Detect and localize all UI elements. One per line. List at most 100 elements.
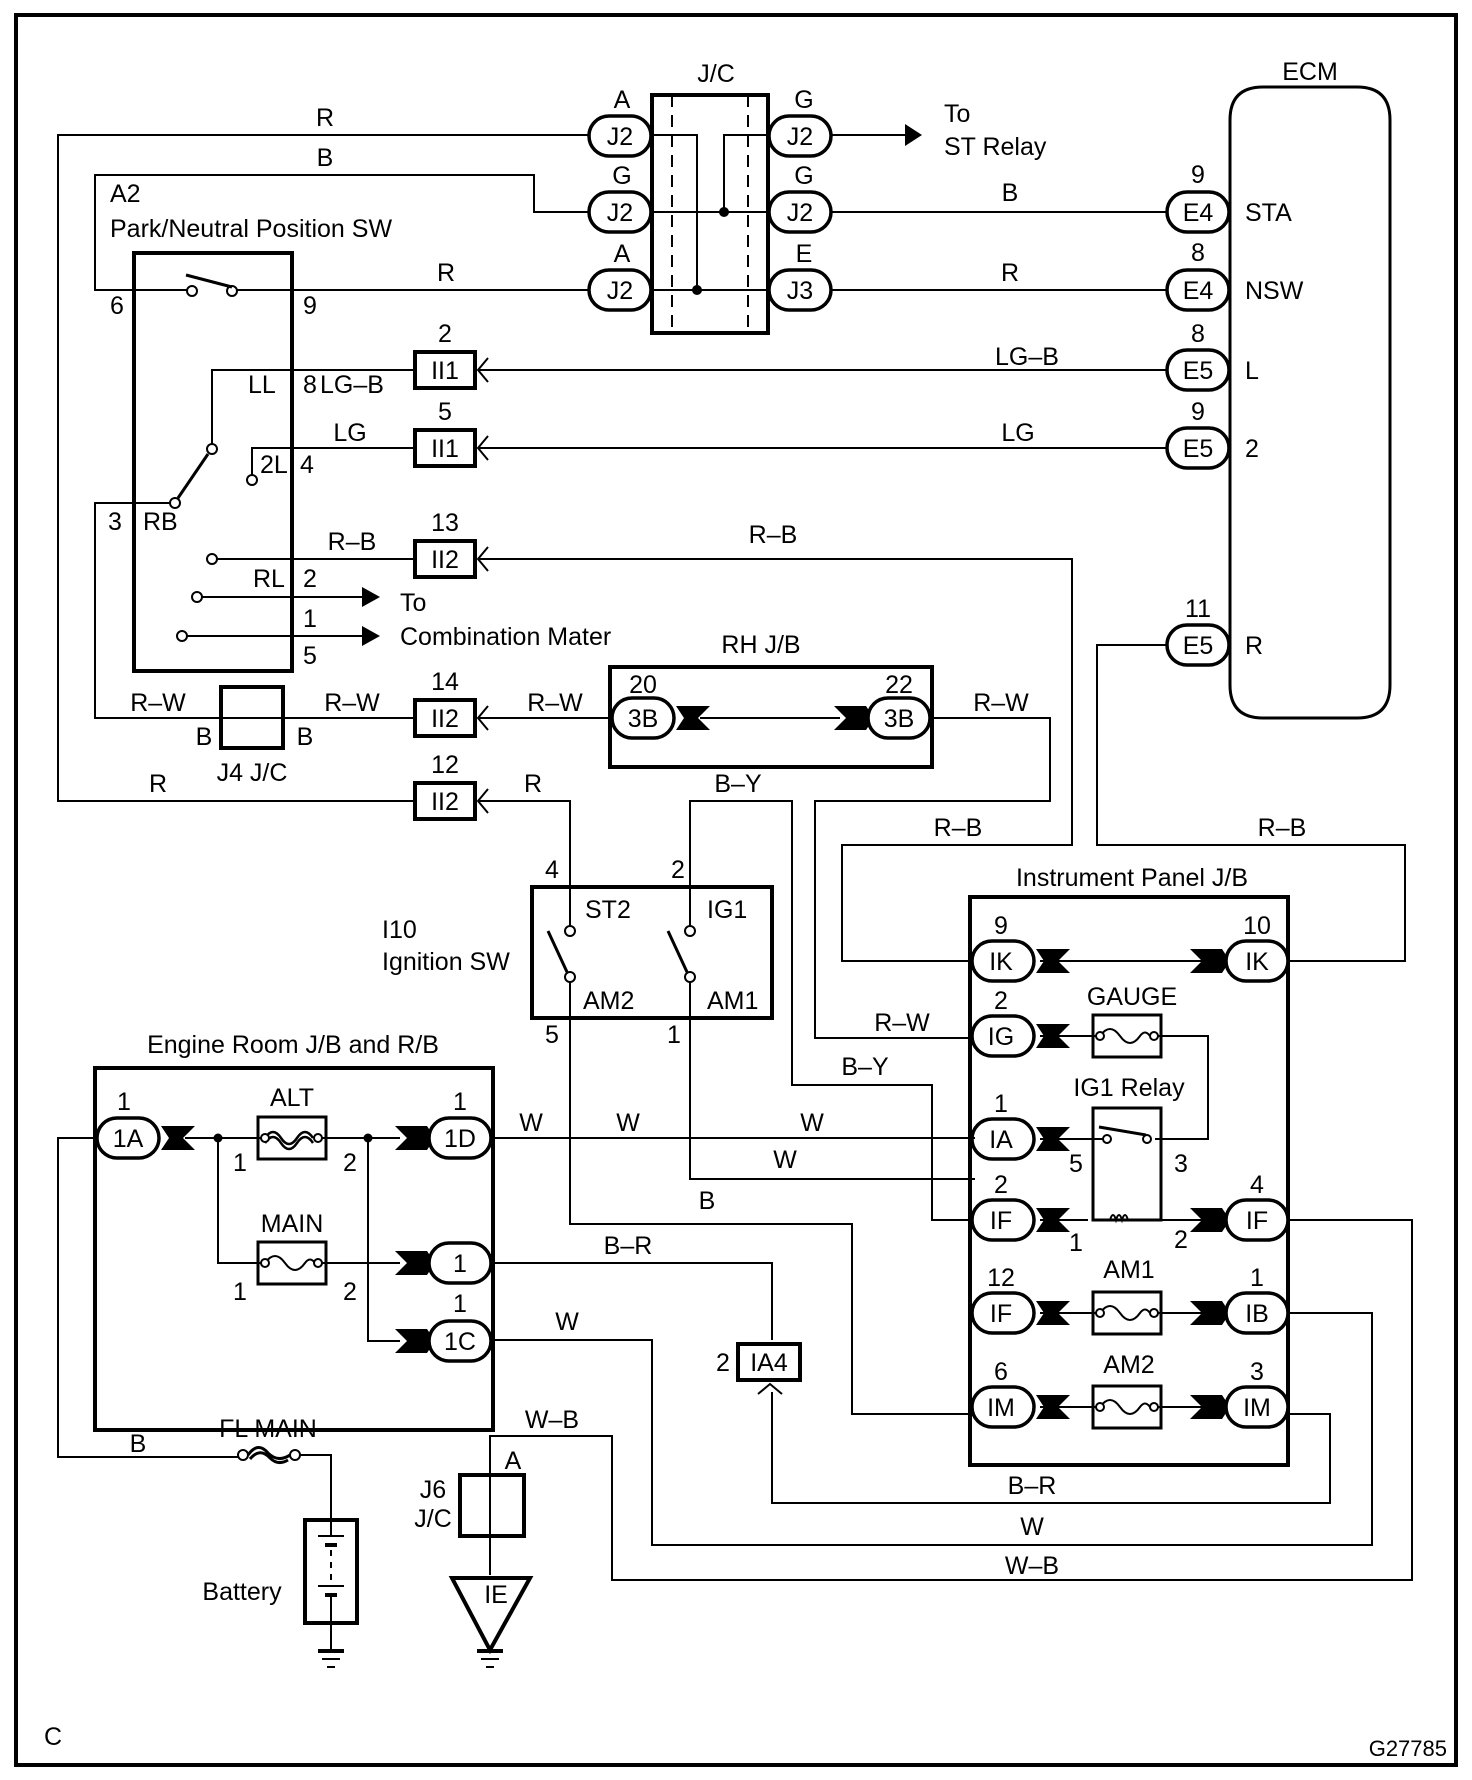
connector-chevron-icon [834,706,874,730]
connector-chevron-icon [1190,949,1230,973]
svg-text:AM1: AM1 [707,987,758,1015]
ignition-switch: 4 2 5 1 ST2 IG1 AM2 AM1 I10 Ignition SW [382,856,975,1415]
svg-text:E5: E5 [1183,357,1214,385]
svg-text:W: W [616,1109,640,1137]
rh-junction-block: RH J/B 3B 20 3B 22 [608,631,934,769]
svg-text:9: 9 [1191,398,1205,426]
svg-text:20: 20 [629,671,657,699]
svg-text:A: A [614,240,631,268]
svg-text:W: W [555,1308,579,1336]
connector-chevron-icon [1036,1301,1070,1325]
svg-text:IK: IK [1245,948,1269,976]
inline-connector-ii1-2: II1 2 [413,320,489,390]
svg-text:3: 3 [108,508,122,536]
svg-text:IE: IE [484,1581,508,1609]
svg-text:AM2: AM2 [583,987,634,1015]
svg-text:J2: J2 [787,123,813,151]
svg-text:II2: II2 [431,788,459,816]
svg-text:E4: E4 [1183,277,1214,305]
svg-text:AM1: AM1 [1103,1256,1154,1284]
svg-text:3B: 3B [628,705,659,733]
ground-icon [477,1649,503,1668]
svg-text:W: W [1020,1513,1044,1541]
svg-text:4: 4 [300,451,314,479]
svg-text:IA: IA [989,1126,1013,1154]
connector-chevron-icon [395,1251,435,1275]
svg-text:13: 13 [431,509,459,537]
svg-text:8: 8 [303,371,317,399]
svg-text:6: 6 [110,292,124,320]
svg-text:2: 2 [716,1349,730,1377]
svg-text:1C: 1C [444,1328,476,1356]
ecm-pin-r: E5 11 R [1165,595,1263,667]
ip-jb-left-connector: IG2 [970,987,1070,1058]
ip-jb-left-connector: IF 12 [970,1264,1070,1335]
svg-text:1: 1 [994,1090,1008,1118]
svg-text:R: R [437,259,455,287]
svg-text:Instrument Panel J/B: Instrument Panel J/B [1016,864,1248,892]
svg-text:NSW: NSW [1245,277,1304,305]
inline-connector-ii2-13: II2 13 [413,509,489,579]
svg-text:8: 8 [1191,239,1205,267]
svg-text:4: 4 [1250,1171,1264,1199]
svg-text:IM: IM [1243,1394,1271,1422]
svg-text:6: 6 [994,1358,1008,1386]
svg-text:2: 2 [1245,435,1259,463]
svg-text:3: 3 [1250,1358,1264,1386]
arrow-right-icon [362,587,380,607]
svg-text:B: B [196,723,213,751]
svg-text:ST2: ST2 [585,896,631,924]
svg-text:J/C: J/C [414,1505,452,1533]
jc-right-connector-2: J2 G [767,162,833,234]
svg-text:ST Relay: ST Relay [944,133,1047,161]
figure-id: G27785 [1369,1736,1447,1761]
svg-text:IF: IF [990,1207,1012,1235]
svg-text:IG1: IG1 [707,896,747,924]
svg-text:A: A [505,1447,522,1475]
ip-jb-left-connector: IA 1 [970,1090,1070,1161]
connector-chevron-icon [1036,1024,1070,1048]
svg-text:RB: RB [143,508,178,536]
jc-top-label: J/C [697,60,735,88]
svg-text:B: B [1002,179,1019,207]
svg-text:W–B: W–B [1005,1552,1059,1580]
svg-text:B–R: B–R [1008,1472,1057,1500]
svg-text:II2: II2 [431,705,459,733]
svg-text:IF: IF [1246,1207,1268,1235]
svg-text:1: 1 [453,1290,467,1318]
svg-text:E5: E5 [1183,435,1214,463]
svg-text:2: 2 [994,987,1008,1015]
svg-text:3B: 3B [884,705,915,733]
connector-chevron-icon [395,1329,435,1353]
svg-text:GAUGE: GAUGE [1087,983,1177,1011]
ecm-label: ECM [1282,58,1338,86]
svg-text:B: B [317,144,334,172]
svg-text:Combination Mater: Combination Mater [400,623,611,651]
svg-text:R–W: R–W [874,1009,930,1037]
svg-text:IF: IF [990,1300,1012,1328]
arrow-right-icon [905,124,922,146]
svg-text:2: 2 [303,565,317,593]
svg-text:9: 9 [994,912,1008,940]
connector-chevron-icon [1036,1395,1070,1419]
svg-text:IB: IB [1245,1300,1269,1328]
ecm-pin-sta: E4 9 STA [1165,161,1292,234]
svg-text:IM: IM [987,1394,1015,1422]
svg-text:L: L [1245,357,1259,385]
svg-text:B–R: B–R [604,1232,653,1260]
svg-text:II1: II1 [431,357,459,385]
inline-connector-ii2-14: II2 14 [413,668,489,738]
svg-text:J2: J2 [607,123,633,151]
svg-text:G: G [794,162,813,190]
connector-chevron-icon [395,1126,435,1150]
svg-text:B–Y: B–Y [714,770,762,798]
pn-switch-label: Park/Neutral Position SW [110,215,392,243]
svg-text:1: 1 [667,1021,681,1049]
svg-text:W–B: W–B [525,1406,579,1434]
svg-text:12: 12 [987,1264,1015,1292]
svg-text:E: E [796,240,813,268]
svg-text:J2: J2 [607,277,633,305]
jc-left-connector-1: J2 A [587,86,653,158]
svg-text:J2: J2 [607,199,633,227]
